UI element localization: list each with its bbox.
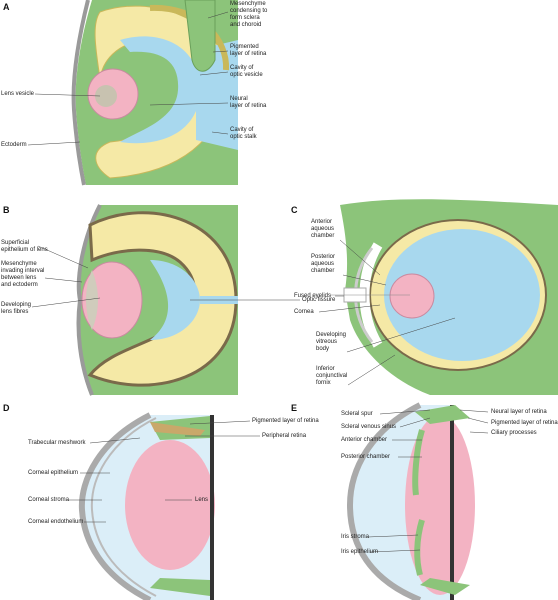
- label-trabecular-meshwork: Trabecular meshwork: [28, 440, 86, 446]
- label-lens-vesicle: Lens vesicle: [1, 91, 35, 97]
- panel-letter-d: D: [3, 403, 10, 413]
- label-developing-lens-fibres: Developing lens fibres: [1, 302, 32, 315]
- label-corneal-epithelium: Corneal epithelium: [28, 470, 79, 476]
- label-ectoderm: Ectoderm: [1, 142, 27, 148]
- label-cornea: Cornea: [294, 309, 314, 315]
- label-inferior-fornix: Inferior conjunctival fornix: [316, 366, 348, 386]
- panel-letter-e: E: [291, 403, 298, 413]
- label-scleral-venous-sinus: Scleral venous sinus: [341, 424, 397, 430]
- label-mesenchyme-sclera: Mesenchyme condensing to form sclera and…: [230, 1, 268, 28]
- panel-d-illustration: [78, 412, 215, 600]
- label-neural-layer: Neural layer of retina: [230, 96, 267, 109]
- label-posterior-chamber: Posterior chamber: [341, 454, 391, 460]
- label-corneal-stroma: Corneal stroma: [28, 497, 70, 503]
- label-pigmented-layer: Pigmented layer of retina: [230, 44, 267, 57]
- label-peripheral-retina: Peripheral retina: [262, 433, 307, 439]
- label-d-pigmented-layer: Pigmented layer of retina: [252, 418, 319, 424]
- label-e-pigmented-layer: Pigmented layer of retina: [491, 420, 558, 426]
- label-ciliary-processes: Ciliary processes: [491, 430, 537, 436]
- label-iris-epithelium: Iris epithelium: [341, 549, 379, 555]
- label-cavity-optic-vesicle: Cavity of optic vesicle: [230, 65, 263, 78]
- label-posterior-aqueous: Posterior aqueous chamber: [311, 254, 336, 274]
- label-developing-vitreous: Developing vitreous body: [316, 332, 347, 352]
- label-iris-stroma: Iris stroma: [341, 534, 370, 540]
- label-cavity-optic-stalk: Cavity of optic stalk: [230, 127, 257, 140]
- panel-c-illustration: [330, 199, 558, 395]
- label-corneal-endothelium: Corneal endothelium: [28, 519, 84, 525]
- panel-letter-b: B: [3, 205, 10, 215]
- label-scleral-spur: Scleral spur: [341, 411, 373, 417]
- label-optic-fissure: Optic fissure: [302, 297, 336, 303]
- panel-letter-a: A: [3, 2, 10, 12]
- leader-lines: [27, 11, 489, 553]
- label-anterior-aqueous: Anterior aqueous chamber: [311, 219, 335, 239]
- label-e-neural-layer: Neural layer of retina: [491, 409, 547, 415]
- label-fused-eyelids: Fused eyelids: [294, 293, 332, 299]
- panel-e-illustration: [346, 402, 475, 600]
- label-superficial-epithelium: Superficial epithelium of lens: [1, 240, 48, 253]
- panel-letter-c: C: [291, 205, 298, 215]
- panel-a-illustration: [68, 0, 238, 186]
- label-mesenchyme-invading: Mesenchyme invading interval between len…: [1, 261, 45, 288]
- label-lens: Lens: [195, 497, 209, 503]
- label-anterior-chamber: Anterior chamber: [341, 437, 388, 443]
